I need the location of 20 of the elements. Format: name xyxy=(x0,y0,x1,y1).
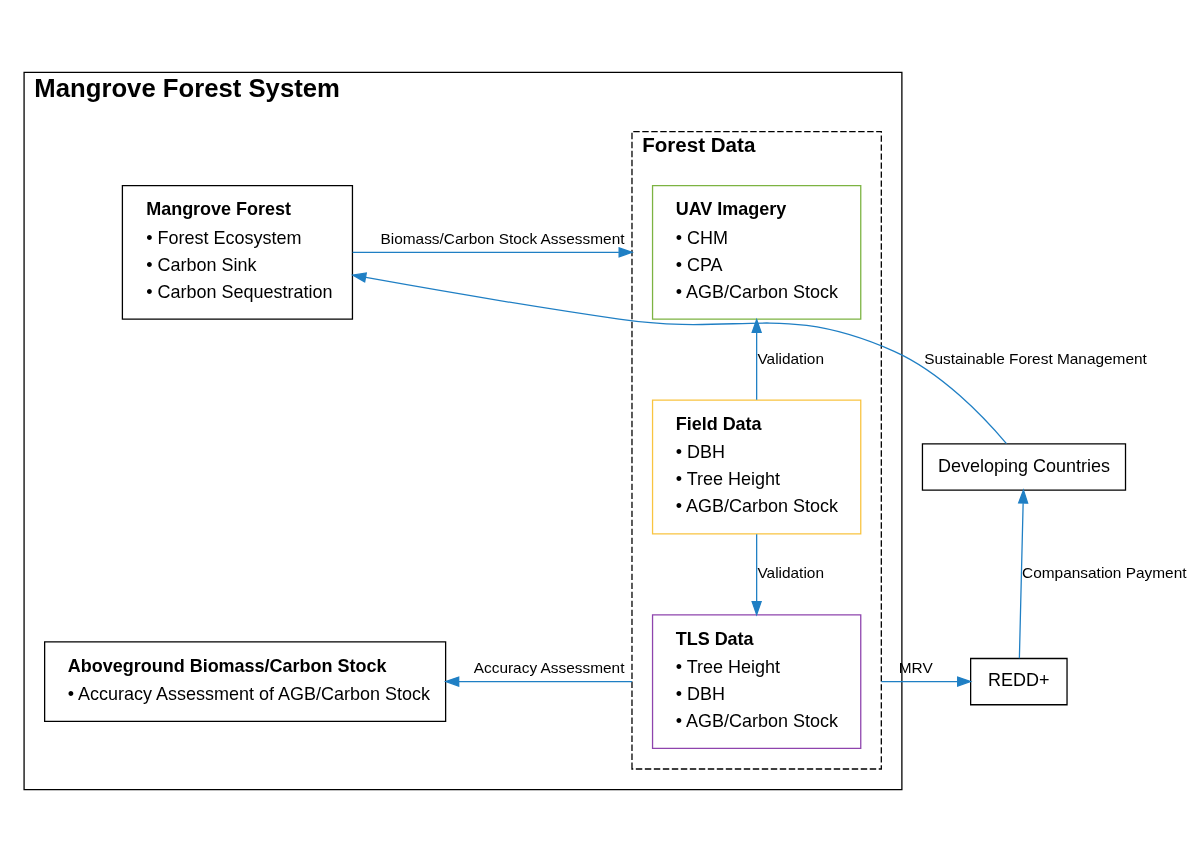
arrow xyxy=(443,675,633,687)
node-box: Mangrove Forest • Forest Ecosystem • Carbon Sink • Carbon Sequestration xyxy=(121,184,354,320)
node-box: UAV Imagery • CHM • CPA • AGB/Carbon Stock xyxy=(651,184,862,320)
edge-label: Compansation Payment xyxy=(1022,563,1187,581)
arrow xyxy=(751,317,763,400)
arrow xyxy=(352,246,634,258)
arrow xyxy=(751,533,763,616)
node-box: Field Data • DBH • Tree Height • AGB/Carbon Stock xyxy=(651,399,862,534)
edge-label: Sustainable Forest Management xyxy=(924,349,1147,367)
edge-label: Accuracy Assessment xyxy=(473,658,625,676)
node-box: Aboveground Biomass/Carbon Stock • Accuracy Assessment of AGB/Carbon Stock xyxy=(44,640,447,722)
arrow xyxy=(350,271,1008,444)
node-box: Developing Countries xyxy=(921,442,1127,491)
edge-label: Biomass/Carbon Stock Assessment xyxy=(380,229,625,247)
edge-label: Validation xyxy=(757,349,824,367)
node-box: TLS Data • Tree Height • DBH • AGB/Carbon Stock xyxy=(651,613,862,749)
edge-label: Validation xyxy=(757,563,824,581)
arrow xyxy=(1017,487,1029,659)
node-box: REDD+ xyxy=(970,657,1068,705)
arrow xyxy=(880,675,973,687)
